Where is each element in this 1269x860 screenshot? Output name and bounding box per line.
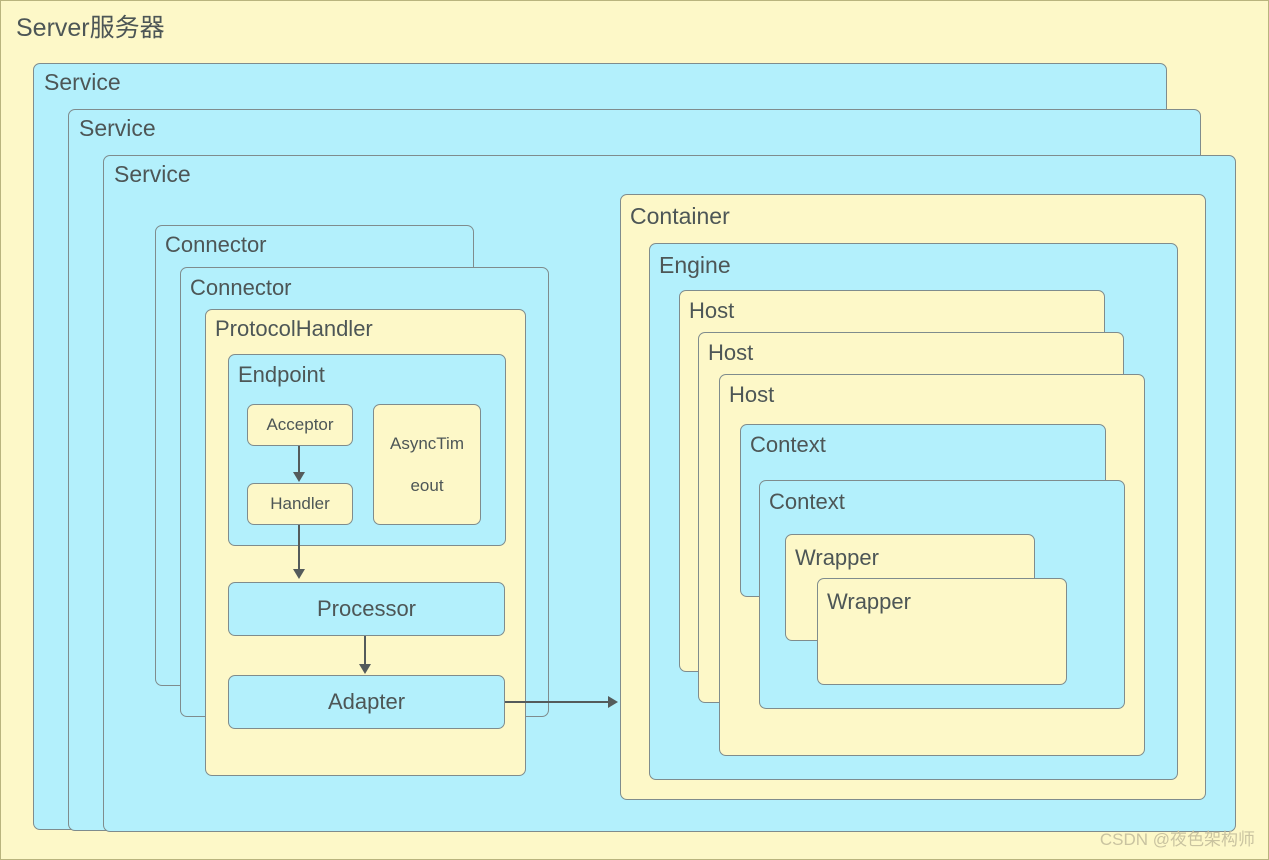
acceptor-label: Acceptor (266, 415, 334, 435)
processor-to-adapter-arrowhead (359, 664, 371, 674)
async-timeout-line-2: eout (410, 476, 444, 496)
acceptor-box: Acceptor (247, 404, 353, 446)
handler-box: Handler (247, 483, 353, 525)
async-timeout-line-1: AsyncTim (390, 433, 464, 453)
acceptor-to-handler-line (298, 446, 300, 473)
handler-to-processor-line (298, 525, 300, 570)
processor-label: Processor (316, 596, 417, 622)
acceptor-to-handler-arrowhead (293, 472, 305, 482)
handler-to-processor-arrowhead (293, 569, 305, 579)
watermark-text: CSDN @夜色架构师 (1099, 830, 1255, 849)
processor-box: Processor (228, 582, 505, 636)
adapter-box: Adapter (228, 675, 505, 729)
adapter-to-container-arrowhead (608, 696, 618, 708)
processor-to-adapter-line (364, 636, 366, 665)
async-timeout-box: AsyncTim eout (373, 404, 481, 525)
async-timeout-label: AsyncTim eout (390, 433, 464, 497)
handler-label: Handler (270, 494, 330, 514)
wrapper-box-2 (817, 578, 1067, 685)
adapter-label: Adapter (327, 689, 406, 715)
adapter-to-container-line (505, 701, 613, 703)
